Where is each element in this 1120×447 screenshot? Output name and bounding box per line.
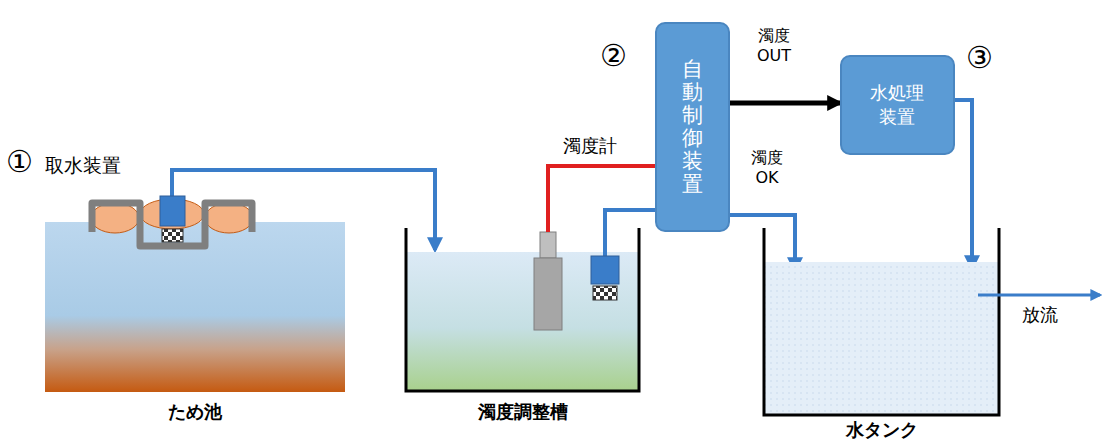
tank-water	[407, 252, 638, 390]
process-box: 自動制御装置	[655, 22, 730, 232]
part-label: ため池	[45, 400, 345, 424]
discharge-arrow	[978, 294, 1100, 297]
part-label: 水タンク	[763, 418, 1000, 442]
edge-label: 濁度 OK	[744, 148, 790, 188]
callout-number: ③	[966, 40, 993, 75]
flow-arrow	[730, 101, 840, 106]
tank-wall	[764, 228, 999, 415]
callout-number: ①	[6, 144, 33, 179]
callout-number: ②	[600, 38, 627, 73]
transfer-pump	[591, 256, 619, 284]
pump-strainer	[593, 286, 617, 300]
box-label: 自動制御装置	[682, 58, 703, 197]
float	[205, 203, 253, 233]
part-label: 取水装置	[45, 153, 121, 179]
flow-arrow	[955, 100, 972, 268]
tank: 濁度調整槽	[405, 228, 640, 392]
process-box: 水処理装置	[840, 55, 955, 155]
tank-water	[765, 262, 998, 414]
pond: ため池	[45, 222, 345, 392]
turbidity-meter	[540, 232, 556, 258]
signal-wire	[548, 166, 655, 232]
part-label: 濁度調整槽	[405, 400, 640, 424]
edge-label: 濁度 OUT	[748, 26, 800, 66]
pump-strainer	[162, 229, 183, 242]
intake-pump	[160, 196, 185, 226]
tank: 水タンク	[763, 228, 1000, 416]
box-label: 水処理装置	[868, 81, 927, 129]
turbidity-meter	[534, 258, 562, 330]
float	[91, 203, 139, 233]
pump-pipe	[605, 210, 655, 258]
signal-label: 濁度計	[563, 134, 617, 158]
part-label: 放流	[1022, 303, 1058, 327]
